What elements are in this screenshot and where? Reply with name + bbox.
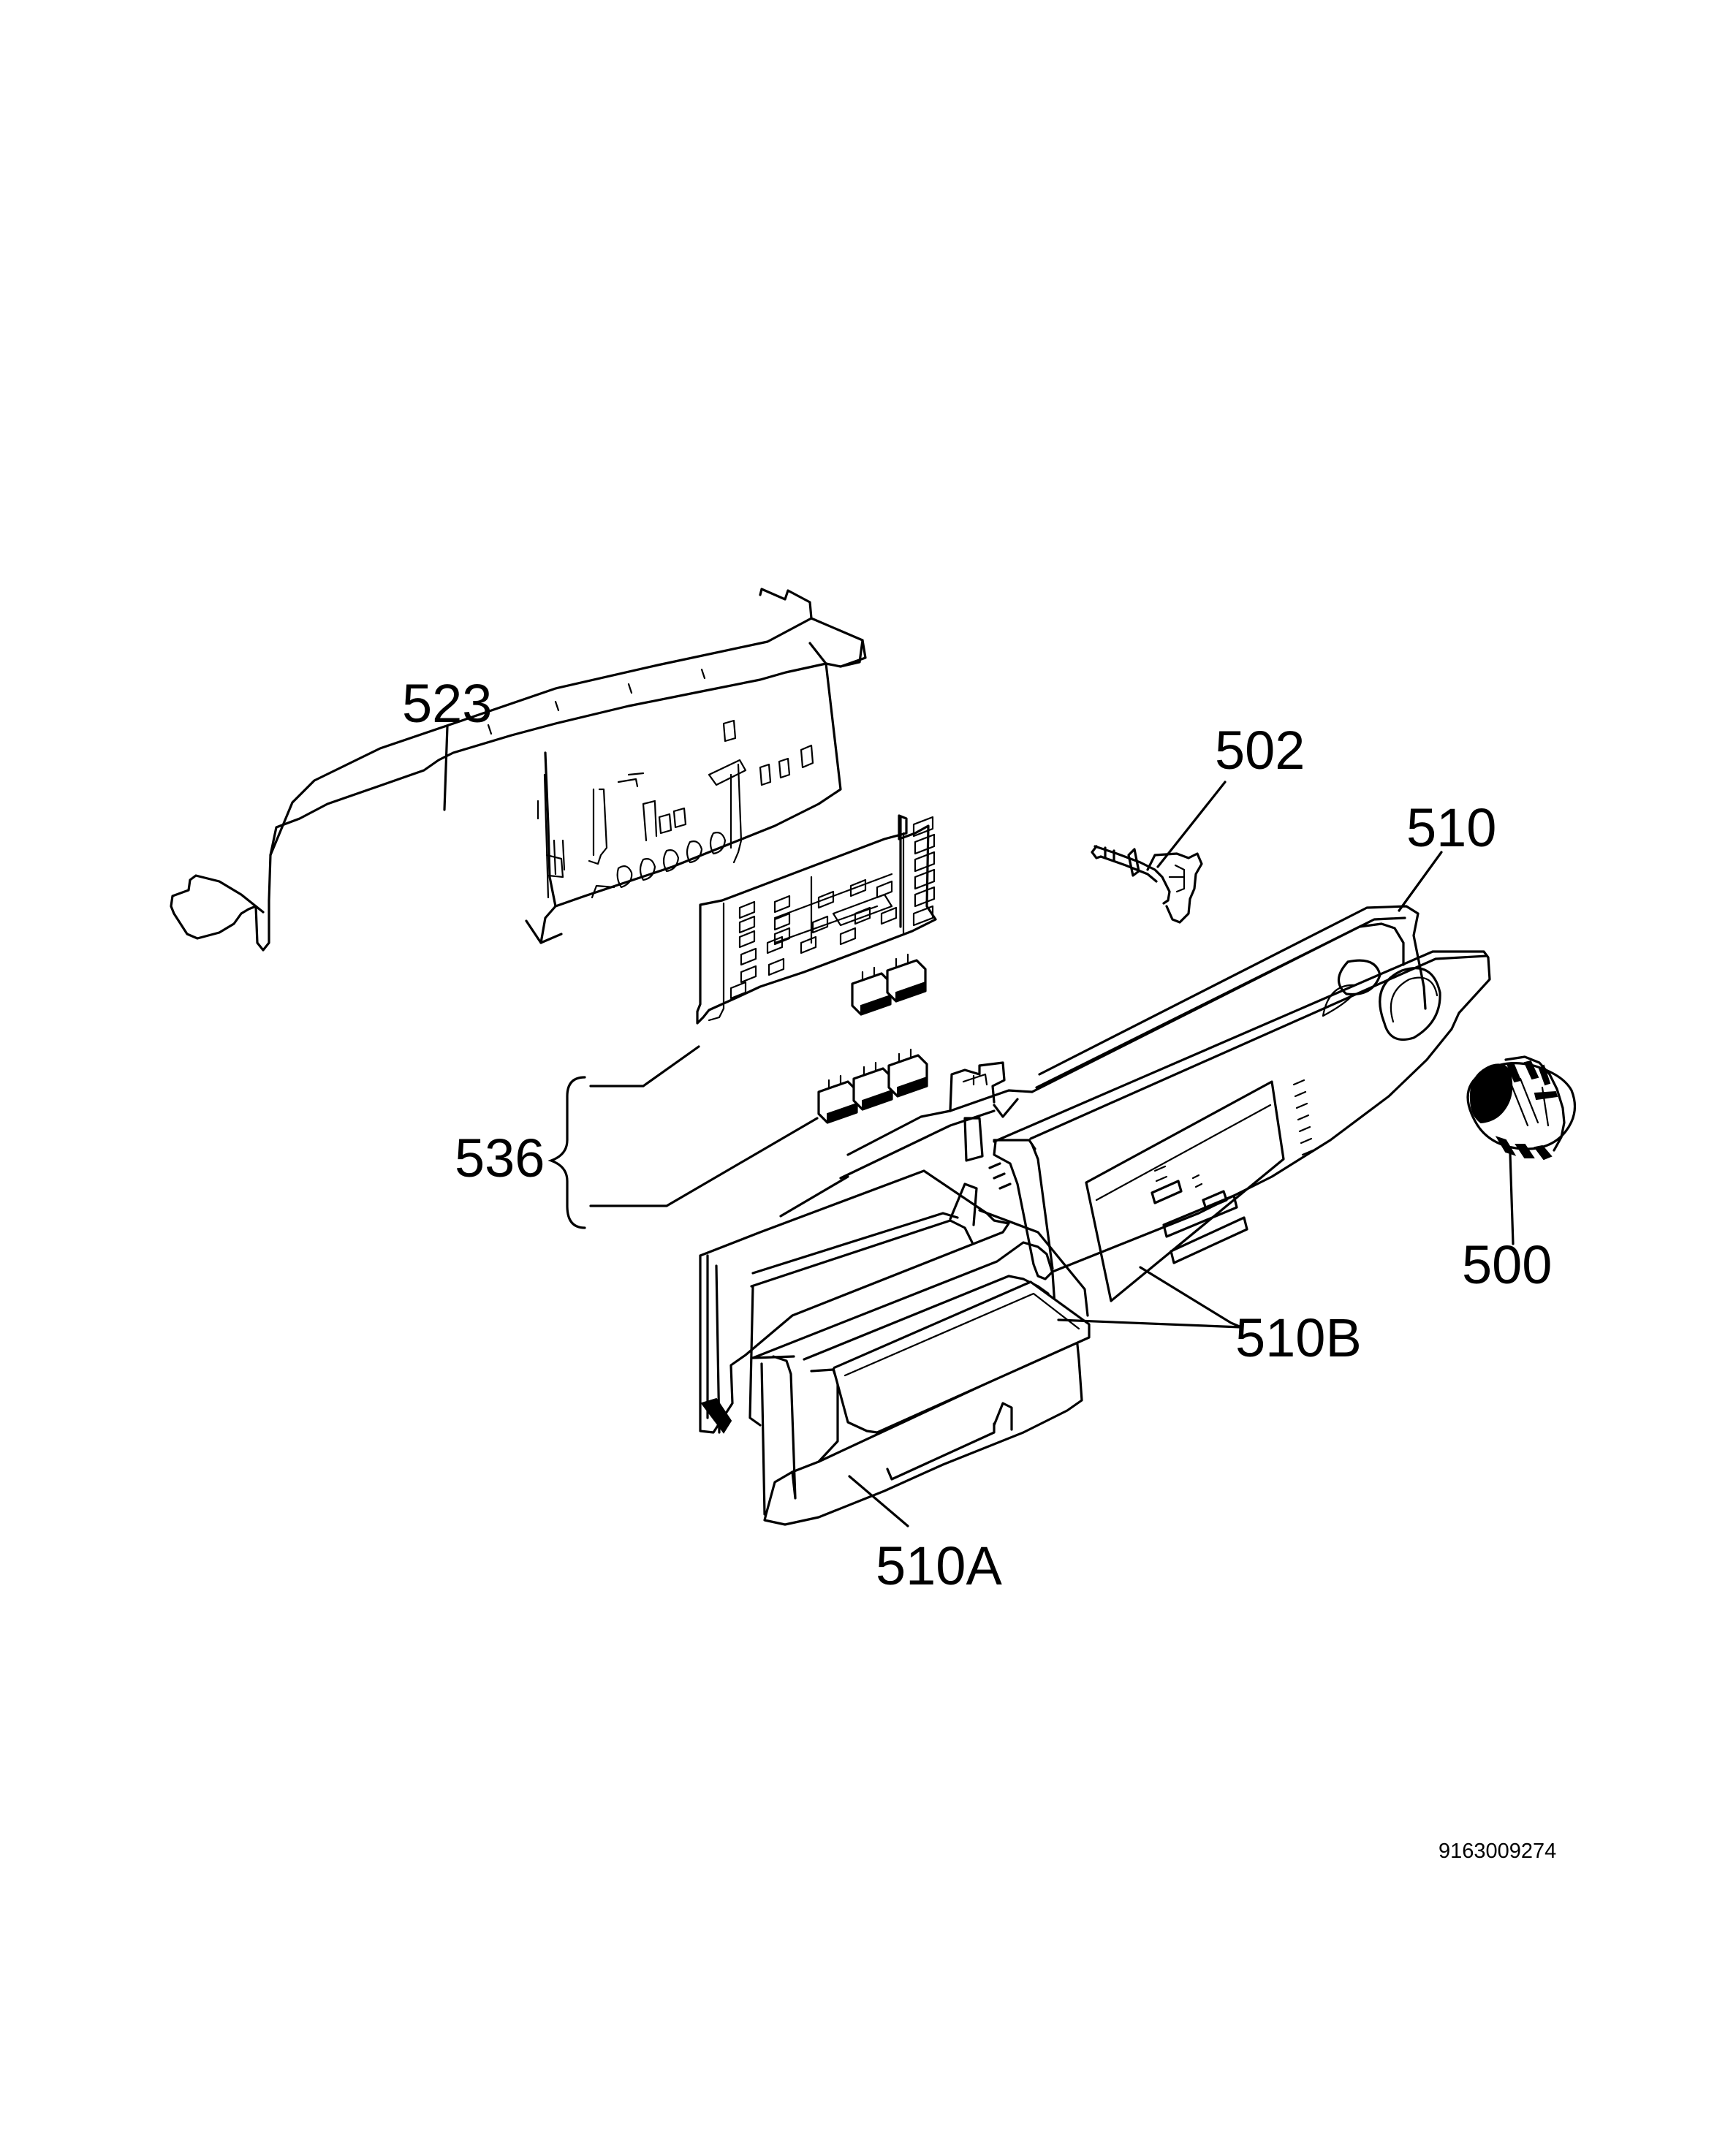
callout-500: 500 <box>1462 1234 1552 1295</box>
callout-523: 523 <box>402 673 492 734</box>
callout-510A: 510A <box>876 1536 1002 1596</box>
part-536-control-board <box>696 814 937 1124</box>
leader-510 <box>1398 851 1443 912</box>
leader-510B-lid <box>1057 1318 1243 1329</box>
part-510B-panel-inlay <box>978 950 1491 1317</box>
leader-lines <box>443 725 1515 1527</box>
callout-510: 510 <box>1406 797 1496 858</box>
part-523-bracket <box>170 588 867 952</box>
document-number: 9163009274 <box>1439 1840 1556 1863</box>
leader-523 <box>443 725 449 811</box>
leader-536-buttons <box>589 1117 819 1207</box>
leader-510A <box>848 1475 909 1527</box>
part-510-panel-housing <box>779 905 1427 1218</box>
leader-502 <box>1156 781 1227 868</box>
part-502-selector-shaft <box>1091 845 1203 924</box>
part-500-selector-knob <box>1466 1055 1577 1161</box>
leader-510B-inlay <box>1139 1266 1243 1329</box>
callout-510B: 510B <box>1235 1307 1362 1368</box>
leader-500 <box>1509 1152 1515 1245</box>
part-510A-detergent-drawer <box>699 1169 1091 1526</box>
callout-502: 502 <box>1215 720 1305 781</box>
callout-labels: 523 502 510 536 500 510B 510A 9163009274 <box>402 673 1556 1863</box>
brace-536 <box>547 1076 586 1229</box>
callout-536: 536 <box>455 1128 545 1188</box>
leader-536-board <box>589 1045 700 1088</box>
